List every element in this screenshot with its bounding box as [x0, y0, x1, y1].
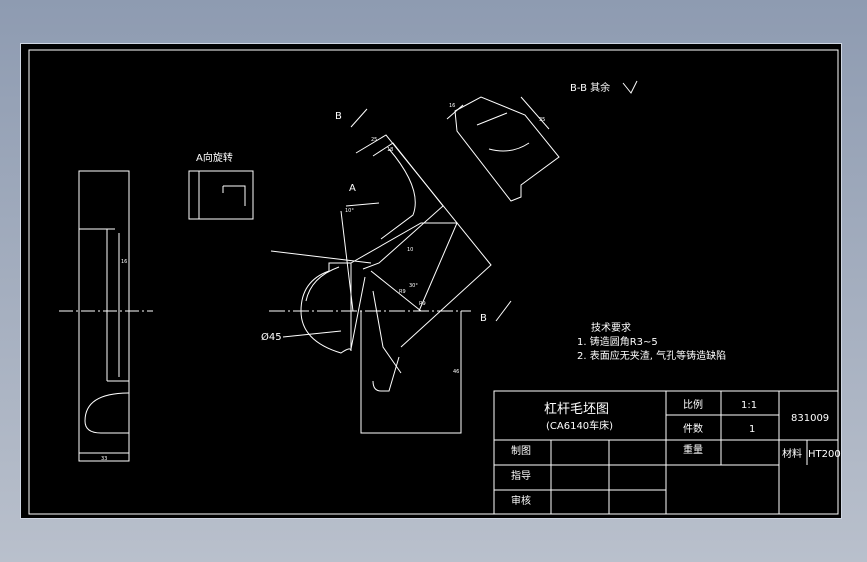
section-label: B-B 其余 [570, 81, 610, 94]
material-value: HT200 [808, 449, 841, 460]
weight-label: 重量 [683, 443, 703, 456]
tech-title: 技术要求 [591, 321, 631, 334]
scale-value: 1:1 [741, 400, 757, 411]
view-a-label: A向旋转 [196, 151, 233, 164]
dim-16: 16 [121, 259, 127, 265]
diameter-label: Ø45 [261, 331, 282, 343]
drawing-subtitle: (CA6140车床) [546, 419, 613, 432]
dim-b-35: 35 [539, 117, 545, 123]
material-label: 材料 [782, 447, 802, 460]
dim-33: 33 [101, 456, 107, 462]
guided-by-label: 指导 [511, 469, 531, 482]
drawn-by-label: 制图 [511, 444, 531, 457]
dim-angle-30: 30° [409, 283, 418, 289]
main-view: 10° 30° R9 R9 10 25 18 46 Ø45 A B B [261, 108, 512, 434]
title-block: 杠杆毛坯图 (CA6140车床) 比例 1:1 831009 件数 1 重量 材… [493, 390, 841, 515]
dim-angle-10: 10° [345, 208, 354, 214]
technical-requirements: 技术要求 1. 铸造圆角R3~5 2. 表面应无夹渣, 气孔等铸造缺陷 [577, 321, 726, 362]
cut-b-bottom: B [480, 313, 487, 324]
dim-r: R9 [399, 289, 406, 295]
dim-r2: R9 [419, 301, 426, 307]
dim-10: 10 [407, 247, 413, 253]
tech-line-2: 2. 表面应无夹渣, 气孔等铸造缺陷 [577, 349, 726, 362]
cad-drawing: 16 33 A向旋转 10° 30° R9 R9 10 25 18 [28, 49, 841, 515]
dim-b-16: 16 [449, 103, 455, 109]
drawing-number: 831009 [791, 413, 829, 424]
qty-label: 件数 [683, 422, 703, 435]
qty-value: 1 [749, 424, 755, 435]
inner-frame [28, 49, 839, 515]
drawing-title: 杠杆毛坯图 [544, 401, 609, 417]
drawing-sheet: 16 33 A向旋转 10° 30° R9 R9 10 25 18 [20, 43, 842, 519]
roughness-icon [622, 80, 638, 94]
tech-line-1: 1. 铸造圆角R3~5 [577, 335, 658, 348]
dim-46: 46 [453, 369, 459, 375]
dim-18: 18 [387, 147, 393, 153]
left-view: 16 33 [59, 170, 153, 462]
arrow-a-label: A [349, 183, 356, 194]
dim-25: 25 [371, 137, 377, 143]
section-b-b: B-B 其余 16 35 [446, 80, 638, 202]
view-a-rotated: A向旋转 [188, 151, 254, 220]
cut-b-top: B [335, 111, 342, 122]
scale-label: 比例 [683, 398, 703, 411]
reviewed-by-label: 审核 [511, 494, 531, 507]
